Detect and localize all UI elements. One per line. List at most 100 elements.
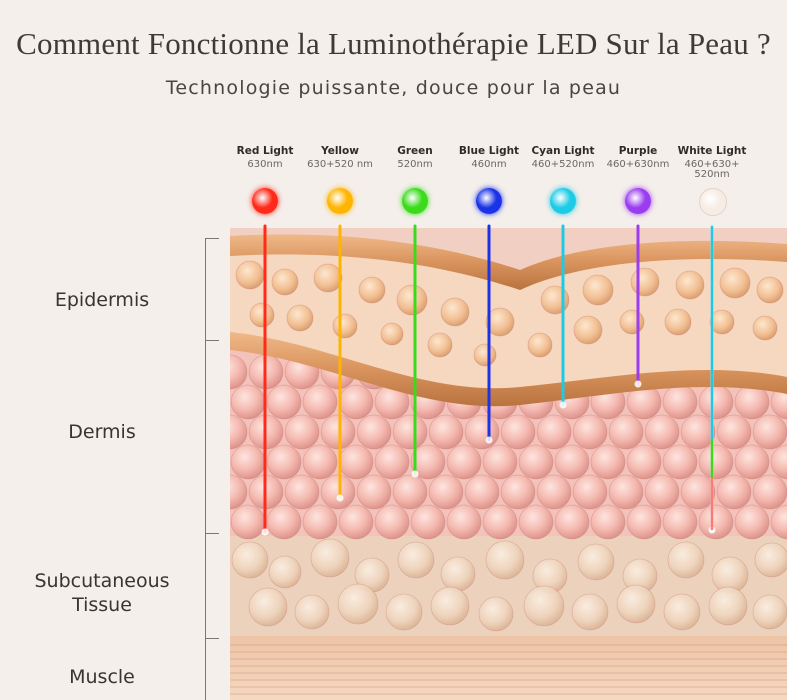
- cell: [271, 268, 299, 296]
- cell: [698, 504, 734, 540]
- cell: [590, 444, 626, 480]
- cell: [482, 504, 518, 540]
- cell: [310, 538, 350, 578]
- cell: [616, 584, 656, 624]
- cell: [397, 541, 435, 579]
- cell: [770, 384, 787, 420]
- cell: [440, 297, 470, 327]
- cell: [286, 304, 314, 332]
- layer-label-dermis: Dermis: [68, 421, 136, 443]
- cell: [662, 444, 698, 480]
- cell: [667, 541, 705, 579]
- cell: [284, 414, 320, 450]
- cell: [338, 504, 374, 540]
- layer-bracket: [205, 238, 206, 700]
- cell: [719, 267, 751, 299]
- bracket-tick-dermis: [205, 533, 219, 534]
- light-beam-tip: [485, 436, 493, 444]
- cell: [337, 583, 379, 625]
- cell: [698, 444, 734, 480]
- cell: [572, 474, 608, 510]
- light-dot-icon: [550, 188, 576, 214]
- cell: [770, 444, 787, 480]
- light-name: White Light: [677, 145, 747, 157]
- light-name: Green: [397, 145, 433, 157]
- cell: [572, 414, 608, 450]
- cell: [374, 444, 410, 480]
- cell: [752, 414, 787, 450]
- light-beam-tip: [634, 380, 642, 388]
- cell: [518, 444, 554, 480]
- muscle-fibers: [230, 644, 787, 695]
- light-name: Yellow: [321, 145, 359, 157]
- cell: [427, 332, 453, 358]
- layer-label-muscle: Muscle: [69, 666, 135, 688]
- cell: [266, 444, 302, 480]
- cell: [663, 593, 701, 631]
- cell: [756, 276, 784, 304]
- muscle-layer: [230, 636, 787, 700]
- cell: [608, 414, 644, 450]
- basement-membrane-band: [230, 332, 787, 407]
- cell: [235, 260, 265, 290]
- light-dot-icon: [402, 188, 428, 214]
- fat-cells: [231, 538, 787, 632]
- light-beams: [261, 224, 716, 536]
- light-column-3: Blue Light 460nm: [441, 145, 537, 170]
- light-wavelength: 460nm: [471, 159, 507, 170]
- cell: [430, 586, 470, 626]
- light-column-6: White Light 460+630+ 520nm: [664, 145, 760, 180]
- bracket-tick-top: [205, 238, 219, 239]
- cell: [675, 270, 705, 300]
- skin-surface-band: [230, 234, 787, 290]
- cell: [464, 414, 500, 450]
- cell: [410, 504, 446, 540]
- cell: [698, 384, 734, 420]
- cell: [230, 354, 248, 390]
- cell: [266, 504, 302, 540]
- cell: [582, 274, 614, 306]
- cell: [356, 474, 392, 510]
- page-subtitle: Technologie puissante, douce pour la pea…: [165, 77, 622, 99]
- cell: [284, 474, 320, 510]
- cell: [573, 315, 603, 345]
- cell: [392, 474, 428, 510]
- light-wavelength: 630nm: [247, 159, 283, 170]
- cell: [248, 587, 288, 627]
- cell: [554, 444, 590, 480]
- page-title: Comment Fonctionne la Luminothérapie LED…: [16, 26, 771, 61]
- cell: [338, 444, 374, 480]
- light-dot-icon: [625, 188, 651, 214]
- cell: [385, 593, 423, 631]
- cell: [392, 414, 428, 450]
- cell: [294, 594, 330, 630]
- cell: [708, 586, 748, 626]
- cell: [752, 474, 787, 510]
- light-wavelength: 460+630+ 520nm: [684, 159, 740, 180]
- cell: [752, 315, 778, 341]
- cell: [716, 474, 752, 510]
- cell: [626, 444, 662, 480]
- cell: [464, 474, 500, 510]
- cell: [577, 543, 615, 581]
- layer-label-epidermis: Epidermis: [54, 289, 150, 311]
- cell: [230, 504, 266, 540]
- light-wavelength: 460+630nm: [606, 159, 670, 170]
- cell: [518, 504, 554, 540]
- cell: [231, 541, 269, 579]
- cell: [428, 414, 464, 450]
- cell: [662, 504, 698, 540]
- light-dot-icon: [476, 188, 502, 214]
- light-name: Blue Light: [458, 145, 520, 157]
- cell: [440, 556, 476, 592]
- cell: [626, 504, 662, 540]
- light-dot-icon: [699, 188, 727, 216]
- cell: [608, 474, 644, 510]
- cell: [302, 444, 338, 480]
- cell: [644, 474, 680, 510]
- bracket-tick-epidermis: [205, 340, 219, 341]
